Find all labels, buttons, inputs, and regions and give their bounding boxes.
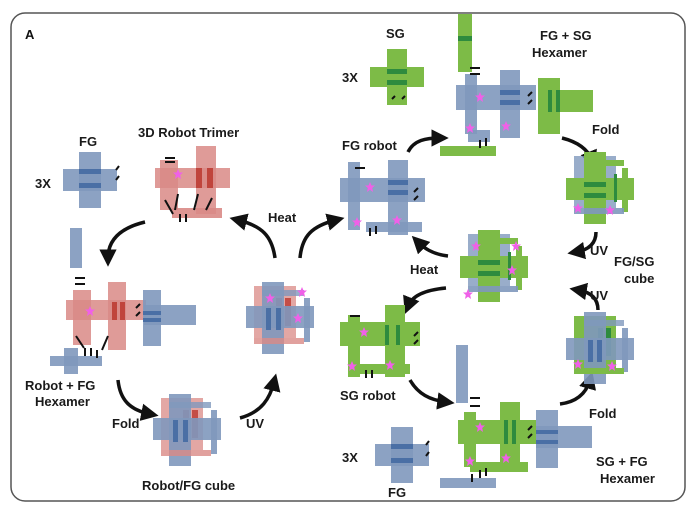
arrow-heat-to-fg-robot xyxy=(298,213,345,259)
fg-monomer-label-right: FG xyxy=(388,485,406,500)
fg-monomer-left xyxy=(63,152,120,208)
robot-trimer-label: 3D Robot Trimer xyxy=(138,125,239,140)
sg-multiplier: 3X xyxy=(342,70,358,85)
fg-robot-label: FG robot xyxy=(342,138,398,153)
sg-fg-hexamer-label-line2: Hexamer xyxy=(600,471,655,486)
robot-fg-crosslinked-cube xyxy=(246,282,314,354)
sg-fg-hexamer xyxy=(440,345,592,488)
robot-trimer xyxy=(155,146,230,222)
sg-monomer-label: SG xyxy=(386,26,405,41)
fg-sg-folded-cube xyxy=(566,152,634,224)
arrow-trimer-to-hexamer xyxy=(99,220,146,267)
uv-label-left: UV xyxy=(246,416,264,431)
fg-robot xyxy=(340,160,425,236)
panel-label: A xyxy=(25,27,35,42)
arrow-fold-left xyxy=(116,379,159,421)
fg-sg-cube-label-line2: cube xyxy=(624,271,654,286)
sg-fg-hexamer-label-line1: SG + FG xyxy=(596,454,648,469)
robot-fg-hexamer-label-line2: Hexamer xyxy=(35,394,90,409)
arrow-uv-right-bottom xyxy=(569,282,600,311)
robot-fg-cube xyxy=(153,394,221,466)
arrow-sg-robot-to-hexamer xyxy=(408,379,455,410)
fg-monomer-label-left: FG xyxy=(79,134,97,149)
heat-label-left: Heat xyxy=(268,210,297,225)
fold-label-left: Fold xyxy=(112,416,139,431)
robot-fg-hexamer-label-line1: Robot + FG xyxy=(25,378,95,393)
fg-sg-hexamer xyxy=(440,14,593,156)
panel-frame xyxy=(10,12,686,502)
arrow-uv-left xyxy=(239,373,281,420)
fg-sg-hexamer-label-line1: FG + SG xyxy=(540,28,592,43)
uv-label-right-top: UV xyxy=(590,243,608,258)
arrow-heat-to-sg-robot xyxy=(403,286,447,315)
fg-multiplier-right: 3X xyxy=(342,450,358,465)
arrow-heat-to-fg-robot-right xyxy=(411,235,449,258)
arrow-uv-right-top xyxy=(567,231,598,260)
arrow-fg-robot-to-hexamer xyxy=(406,129,449,153)
sg-monomer xyxy=(370,49,424,105)
robot-fg-hexamer xyxy=(50,228,196,374)
uv-label-right-bottom: UV xyxy=(590,288,608,303)
fold-label-right-top: Fold xyxy=(592,122,619,137)
fg-sg-hexamer-label-line2: Hexamer xyxy=(532,45,587,60)
sg-robot xyxy=(340,305,420,378)
fg-multiplier-left: 3X xyxy=(35,176,51,191)
sg-robot-label: SG robot xyxy=(340,388,396,403)
arrow-heat-to-trimer xyxy=(229,213,277,259)
robot-fg-cube-label: Robot/FG cube xyxy=(142,478,235,493)
fg-sg-crosslinked-cube xyxy=(460,230,528,302)
fg-monomer-right xyxy=(375,427,430,483)
heat-label-right: Heat xyxy=(410,262,439,277)
fold-label-right-bottom: Fold xyxy=(589,406,616,421)
fg-sg-cube-label-line1: FG/SG xyxy=(614,254,654,269)
sg-fg-folded-cube xyxy=(566,312,634,384)
